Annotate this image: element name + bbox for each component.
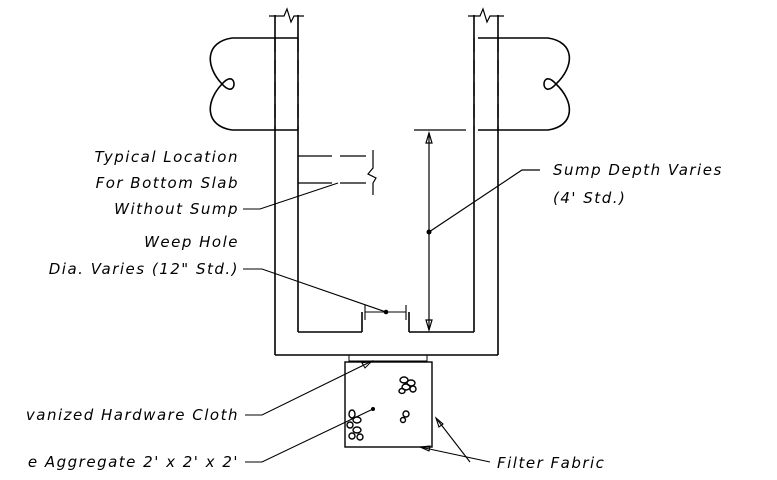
left-pipe — [209, 37, 298, 131]
typical-location-label-2: For Bottom Slab — [95, 174, 239, 192]
hardware-cloth-leader — [245, 360, 373, 416]
sump-depth-label-2: (4' Std.) — [553, 189, 627, 207]
aggregate-label: e Aggregate 2' x 2' x 2' — [27, 453, 239, 471]
hardware-cloth — [348, 354, 428, 362]
typical-slab-dashed — [298, 150, 377, 195]
typical-location-label-3: Without Sump — [114, 200, 239, 218]
filter-fabric-label: Filter Fabric — [497, 454, 606, 472]
sump-depth-dimension — [414, 129, 540, 333]
pipe-hidden-lines — [274, 38, 499, 130]
weep-hole-label-1: Weep Hole — [144, 233, 239, 251]
hardware-cloth-label: vanized Hardware Cloth — [25, 406, 239, 424]
aggregate-leader — [245, 408, 374, 463]
right-pipe — [478, 37, 571, 131]
break-symbols — [269, 7, 504, 24]
sump-depth-label-1: Sump Depth Varies — [553, 161, 723, 179]
manhole-walls — [274, 15, 499, 356]
aggregate-box — [344, 361, 433, 448]
typical-location-label-1: Typical Location — [94, 148, 239, 166]
typical-location-leader — [243, 182, 339, 210]
filter-fabric-leaders — [417, 416, 491, 463]
weep-hole-label-2: Dia. Varies (12" Std.) — [48, 260, 239, 278]
weep-hole-dimension — [243, 268, 407, 320]
